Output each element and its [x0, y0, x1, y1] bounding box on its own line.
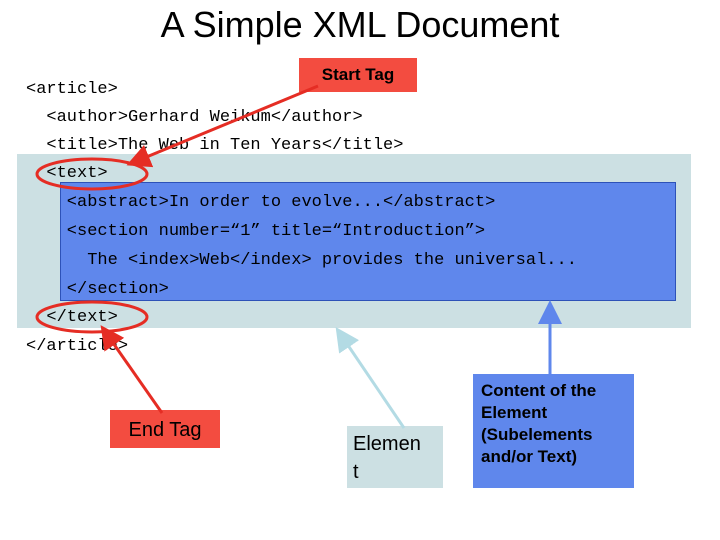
- slide-title: A Simple XML Document: [160, 4, 560, 45]
- end-tag-highlight-ellipse: [35, 300, 149, 334]
- code-line-section-close: </section>: [26, 280, 169, 299]
- code-line-abstract: <abstract>In order to evolve...</abstrac…: [26, 193, 496, 212]
- content-callout-line-4: and/or Text): [481, 447, 578, 466]
- element-callout-line-1: Elemen: [353, 433, 421, 455]
- content-callout: Content of the Element (Subelements and/…: [473, 374, 634, 488]
- content-callout-line-2: Element: [481, 403, 548, 422]
- code-line-text-close: </text>: [26, 308, 118, 327]
- code-line-author: <author>Gerhard Weikum</author>: [26, 108, 363, 127]
- content-callout-line-3: (Subelements: [481, 425, 593, 444]
- element-callout-line-2: t: [353, 461, 359, 483]
- element-arrow: [335, 327, 406, 429]
- code-line-section-open: <section number=“1” title=“Introduction”…: [26, 222, 486, 241]
- code-line-article-open: <article>: [26, 80, 118, 99]
- start-tag-highlight-ellipse: [35, 157, 149, 191]
- end-tag-arrow: [100, 325, 164, 414]
- content-callout-line-1: Content of the: [481, 381, 597, 400]
- element-callout: Elemen t: [347, 426, 443, 488]
- code-line-text-open: <text>: [26, 164, 108, 183]
- end-tag-callout: End Tag: [110, 410, 220, 448]
- code-line-section-body: The <index>Web</index> provides the univ…: [26, 251, 577, 270]
- start-tag-arrow: [126, 84, 319, 168]
- content-box: [60, 182, 676, 301]
- start-tag-callout: Start Tag: [299, 58, 417, 92]
